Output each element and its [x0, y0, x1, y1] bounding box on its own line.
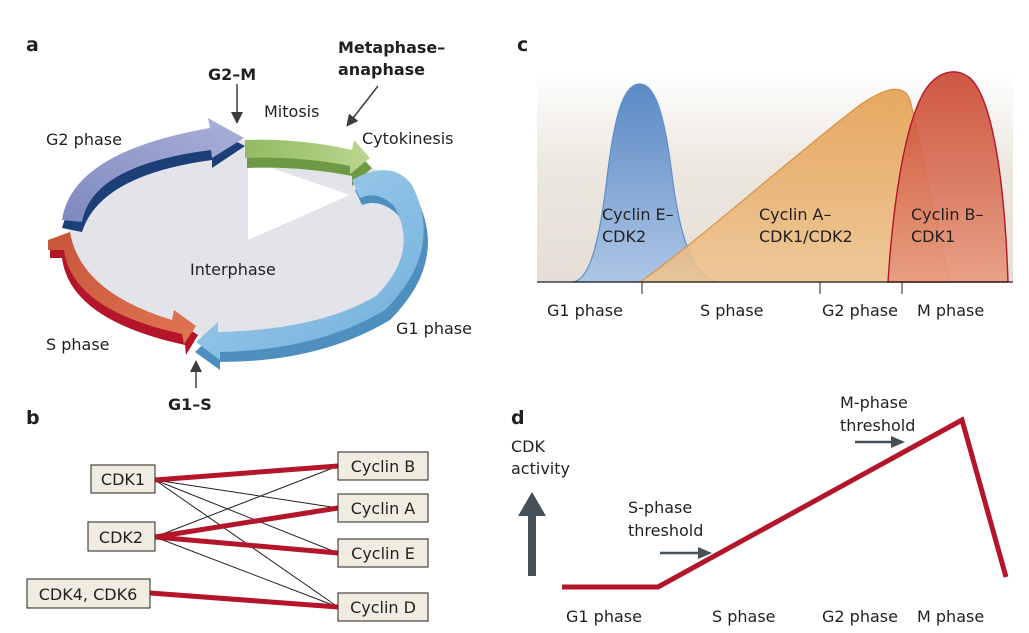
label-interphase: Interphase: [190, 260, 276, 279]
cyclin-a-label-1: Cyclin A–: [759, 205, 832, 224]
cyclin-a-box: Cyclin A: [337, 493, 429, 523]
s-threshold-label-1: S-phase: [628, 498, 692, 517]
panel-d: d CDK activity S-phase threshold M-phase…: [511, 393, 1009, 626]
label-cytokinesis: Cytokinesis: [362, 129, 454, 148]
cdk46-box: CDK4, CDK6: [26, 578, 151, 609]
m-threshold-label-1: M-phase: [840, 393, 908, 412]
g2-phase-arrow: [62, 118, 245, 232]
activity-up-arrow: [518, 492, 546, 576]
cyclin-b-curve: [887, 71, 1009, 283]
cyclin-b-label-2: CDK1: [911, 227, 955, 246]
label-g2m: G2–M: [208, 65, 256, 84]
metaphase-pointer: [346, 85, 379, 127]
g1-phase-arrow: [195, 170, 428, 370]
label-mitosis: Mitosis: [264, 102, 319, 121]
panel-b: b CDK1 CDK2 CDK4, CDK6: [26, 407, 429, 622]
panel-c-phase-s: S phase: [700, 301, 764, 320]
panel-d-phase-m: M phase: [917, 607, 984, 626]
s-threshold-arrow: [660, 547, 712, 559]
panel-d-phase-g2: G2 phase: [822, 607, 898, 626]
cyclin-e-label-2: CDK2: [602, 227, 646, 246]
cyclin-d-label: Cyclin D: [350, 598, 416, 617]
mitosis-wedge: [248, 160, 350, 240]
label-metaphase-2: anaphase: [338, 60, 425, 79]
m-threshold-label-2: threshold: [840, 416, 915, 435]
ylabel-line1: CDK: [511, 437, 545, 456]
cyclin-e-curve: [571, 83, 721, 283]
cdk1-label: CDK1: [101, 470, 145, 489]
strong-links: [147, 463, 341, 610]
cyclin-b-label-1: Cyclin B–: [911, 205, 984, 224]
panel-a: a G2–M Metaphase– anaphas: [26, 34, 472, 414]
panel-c-phase-g1: G1 phase: [547, 301, 623, 320]
s-threshold-label-2: threshold: [628, 521, 703, 540]
cyclin-b-label: Cyclin B: [351, 457, 416, 476]
label-s-phase: S phase: [46, 335, 110, 354]
label-g1-phase: G1 phase: [396, 319, 472, 338]
cyclin-b-box: Cyclin B: [337, 451, 429, 481]
panel-c-letter: c: [517, 34, 528, 56]
panel-c-phase-g2: G2 phase: [822, 301, 898, 320]
panel-b-letter: b: [26, 407, 40, 429]
panel-a-letter: a: [26, 34, 39, 56]
panel-c-phase-m: M phase: [917, 301, 984, 320]
panel-c: c Cyclin E– CDK2 Cyclin A– CDK1/CDK2 Cyc…: [517, 34, 1013, 320]
label-g1s: G1–S: [168, 395, 212, 414]
cyclin-e-box: Cyclin E: [337, 538, 429, 568]
label-metaphase-1: Metaphase–: [338, 38, 445, 57]
cyclin-a-label-2: CDK1/CDK2: [759, 227, 853, 246]
cdk1-box: CDK1: [90, 464, 156, 494]
ylabel-line2: activity: [511, 459, 570, 478]
cdk46-label: CDK4, CDK6: [39, 585, 138, 604]
cyclin-e-label: Cyclin E: [351, 544, 415, 563]
cdk2-label: CDK2: [99, 528, 143, 547]
cyclin-d-box: Cyclin D: [337, 592, 429, 622]
cyclin-a-label: Cyclin A: [351, 499, 416, 518]
cdk-activity-line: [562, 416, 1009, 590]
panel-d-phase-s: S phase: [712, 607, 776, 626]
label-g2-phase: G2 phase: [46, 130, 122, 149]
cyclin-e-label-1: Cyclin E–: [602, 205, 674, 224]
cdk2-box: CDK2: [87, 521, 156, 552]
s-phase-arrow: [48, 232, 198, 355]
panel-d-letter: d: [511, 407, 525, 429]
m-threshold-arrow: [855, 436, 905, 448]
mitosis-arrow: [245, 139, 372, 186]
weak-links: [154, 465, 339, 608]
panel-d-phase-g1: G1 phase: [566, 607, 642, 626]
